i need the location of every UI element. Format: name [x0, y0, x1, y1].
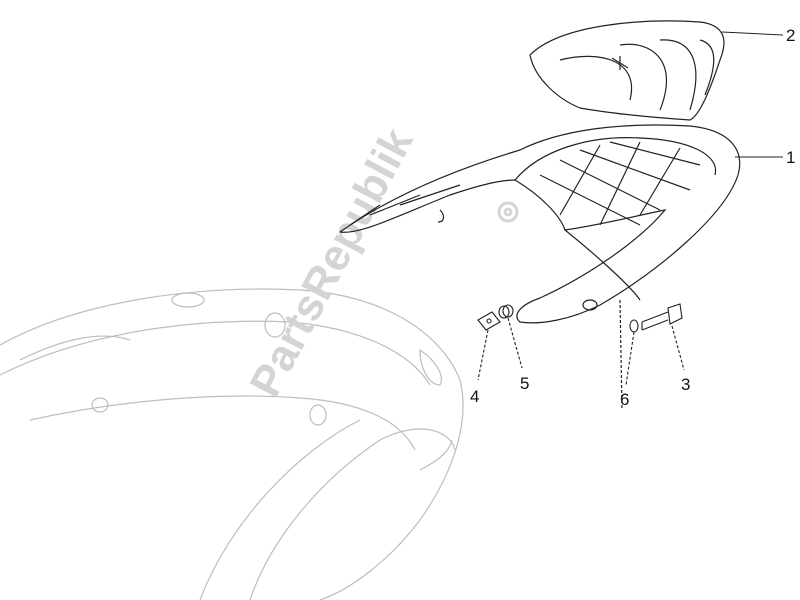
leader-line-2 [721, 31, 784, 36]
watermark-gear-icon [497, 201, 519, 223]
callout-2: 2 [786, 26, 795, 45]
watermark-text: PartsRepublik [241, 120, 423, 405]
clip-nut-part-4 [477, 311, 501, 381]
washer-part-6 [625, 319, 639, 386]
scooter-rear-body [0, 288, 464, 600]
rear-rack [339, 124, 741, 411]
callout-5: 5 [520, 374, 529, 393]
spacer-bushing-part-5 [498, 304, 523, 369]
callout-6: 6 [620, 390, 629, 409]
bolt-part-3 [641, 303, 685, 371]
callout-4: 4 [470, 387, 479, 406]
rack-cover-pad [529, 20, 725, 121]
callout-3: 3 [681, 375, 690, 394]
callout-1: 1 [786, 148, 795, 167]
